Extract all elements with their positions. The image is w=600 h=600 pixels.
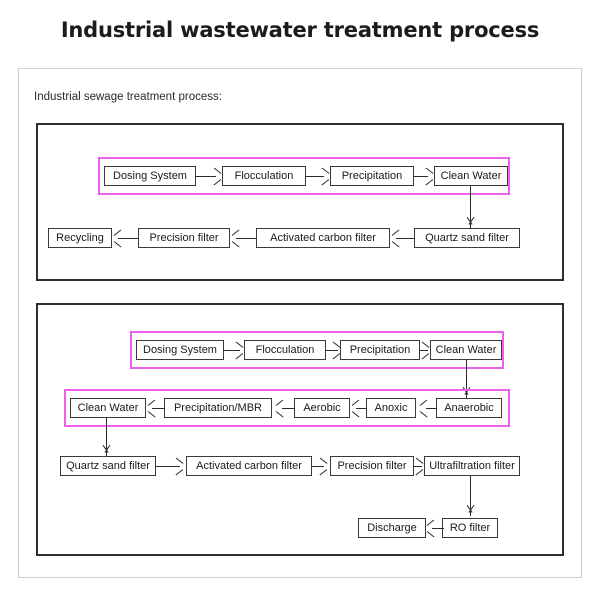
node-dosing-system-2[interactable]: Dosing System bbox=[136, 340, 224, 360]
connector-line bbox=[396, 237, 414, 239]
diagram-subtitle: Industrial sewage treatment process: bbox=[34, 91, 222, 103]
connector-line bbox=[156, 465, 180, 467]
node-ultrafiltration-filter[interactable]: Ultrafiltration filter bbox=[424, 456, 520, 476]
node-precipitation[interactable]: Precipitation bbox=[330, 166, 414, 186]
connector-line bbox=[466, 360, 468, 398]
connector-line bbox=[106, 418, 108, 456]
arrowhead-left-icon bbox=[351, 403, 362, 414]
connector-line bbox=[470, 186, 472, 228]
arrowhead-right-icon bbox=[319, 171, 330, 182]
arrowhead-right-icon bbox=[330, 345, 341, 356]
arrowhead-left-icon bbox=[275, 403, 286, 414]
node-precision-filter-2[interactable]: Precision filter bbox=[330, 456, 414, 476]
highlight-ring-p2-row2 bbox=[64, 389, 510, 427]
node-activated-carbon-filter[interactable]: Activated carbon filter bbox=[256, 228, 390, 248]
connector-line bbox=[470, 476, 472, 516]
node-aerobic[interactable]: Aerobic bbox=[294, 398, 350, 418]
process-panel-physical-chemical bbox=[36, 123, 564, 281]
arrowhead-left-icon bbox=[231, 233, 242, 244]
highlight-ring-p2-row1 bbox=[130, 331, 504, 369]
highlight-ring-p1-row1 bbox=[98, 157, 510, 195]
node-precipitation-2[interactable]: Precipitation bbox=[340, 340, 420, 360]
node-precipitation-mbr[interactable]: Precipitation/MBR bbox=[164, 398, 272, 418]
connector-line bbox=[282, 407, 294, 409]
node-clean-water-2[interactable]: Clean Water bbox=[430, 340, 502, 360]
node-ro-filter[interactable]: RO filter bbox=[442, 518, 498, 538]
node-flocculation-2[interactable]: Flocculation bbox=[244, 340, 326, 360]
arrowhead-right-icon bbox=[419, 345, 430, 356]
arrowhead-down-icon bbox=[465, 507, 476, 518]
node-quartz-sand-filter[interactable]: Quartz sand filter bbox=[414, 228, 520, 248]
arrowhead-left-icon bbox=[391, 233, 402, 244]
node-clean-water[interactable]: Clean Water bbox=[434, 166, 508, 186]
arrowhead-right-icon bbox=[317, 461, 328, 472]
connector-line bbox=[432, 527, 444, 529]
connector-line bbox=[236, 237, 256, 239]
node-quartz-sand-filter-2[interactable]: Quartz sand filter bbox=[60, 456, 156, 476]
connector-line bbox=[426, 407, 436, 409]
node-recycling[interactable]: Recycling bbox=[48, 228, 112, 248]
node-discharge[interactable]: Discharge bbox=[358, 518, 426, 538]
arrowhead-left-icon bbox=[113, 233, 124, 244]
node-clean-water-3[interactable]: Clean Water bbox=[70, 398, 146, 418]
connector-line bbox=[196, 175, 216, 177]
node-activated-carbon-filter-2[interactable]: Activated carbon filter bbox=[186, 456, 312, 476]
arrowhead-left-icon bbox=[147, 403, 158, 414]
arrowhead-left-icon bbox=[426, 523, 437, 534]
node-anoxic[interactable]: Anoxic bbox=[366, 398, 416, 418]
connector-line bbox=[118, 237, 138, 239]
node-precision-filter[interactable]: Precision filter bbox=[138, 228, 230, 248]
arrowhead-right-icon bbox=[423, 171, 434, 182]
node-anaerobic[interactable]: Anaerobic bbox=[436, 398, 502, 418]
connector-line bbox=[224, 349, 240, 351]
connector-line bbox=[414, 175, 428, 177]
arrowhead-left-icon bbox=[419, 403, 430, 414]
connector-line bbox=[152, 407, 164, 409]
node-dosing-system[interactable]: Dosing System bbox=[104, 166, 196, 186]
arrowhead-right-icon bbox=[233, 345, 244, 356]
arrowhead-right-icon bbox=[173, 461, 184, 472]
node-flocculation[interactable]: Flocculation bbox=[222, 166, 306, 186]
arrowhead-right-icon bbox=[211, 171, 222, 182]
arrowhead-right-icon bbox=[413, 461, 424, 472]
connector-line bbox=[306, 175, 324, 177]
page-title: Industrial wastewater treatment process bbox=[60, 18, 540, 42]
